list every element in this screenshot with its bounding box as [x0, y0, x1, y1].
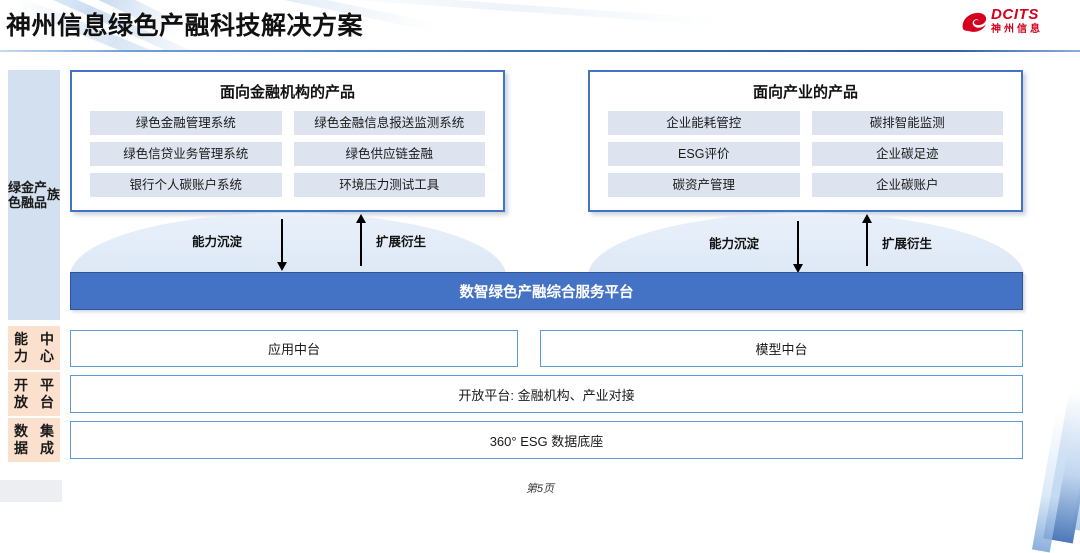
panel-item-grid: 绿色金融管理系统 绿色金融信息报送监测系统 绿色信贷业务管理系统 绿色供应链金融… — [72, 102, 503, 197]
row-model-middle-platform[interactable]: 模型中台 — [540, 330, 1023, 367]
dome-decoration-left — [70, 213, 506, 276]
corner-gray-decoration — [0, 480, 62, 502]
logo-text-cn: 神州信息 — [991, 24, 1043, 35]
product-chip[interactable]: 绿色金融信息报送监测系统 — [293, 111, 485, 135]
product-chip[interactable]: ESG评价 — [608, 142, 800, 166]
flow-label-extend-left: 扩展衍生 — [376, 235, 427, 249]
product-chip[interactable]: 绿色金融管理系统 — [90, 111, 282, 135]
logo-text-en: DCITS — [991, 6, 1039, 23]
flow-label-extend-right: 扩展衍生 — [882, 237, 933, 251]
brand-logo: DCITS 神州信息 — [960, 6, 1072, 40]
page-number: 第5页 — [525, 483, 555, 495]
header-divider — [0, 50, 1080, 52]
dcits-swoosh-icon — [962, 12, 987, 32]
row-data-foundation[interactable]: 360° ESG 数据底座 — [70, 421, 1023, 459]
product-chip[interactable]: 企业能耗管控 — [608, 111, 800, 135]
product-chip[interactable]: 环境压力测试工具 — [293, 173, 485, 197]
product-chip[interactable]: 碳排智能监测 — [811, 111, 1003, 135]
flow-label-precipitate-right: 能力沉淀 — [709, 237, 760, 251]
page-title: 神州信息绿色产融科技解决方案 — [6, 12, 364, 40]
panel-item-grid: 企业能耗管控 碳排智能监测 ESG评价 企业碳足迹 碳资产管理 企业碳账户 — [590, 102, 1021, 197]
product-chip[interactable]: 企业碳账户 — [811, 173, 1003, 197]
product-chip[interactable]: 银行个人碳账户系统 — [90, 173, 282, 197]
panel-title: 面向金融机构的产品 — [219, 84, 355, 101]
product-chip[interactable]: 绿色信贷业务管理系统 — [90, 142, 282, 166]
dome-decoration-right — [588, 213, 1024, 276]
row-open-platform[interactable]: 开放平台: 金融机构、产业对接 — [70, 375, 1023, 413]
product-chip[interactable]: 绿色供应链金融 — [293, 142, 485, 166]
arrow-up-icon — [356, 214, 366, 266]
panel-financial-institutions: 面向金融机构的产品 绿色金融管理系统 绿色金融信息报送监测系统 绿色信贷业务管理… — [70, 70, 505, 212]
product-chip[interactable]: 企业碳足迹 — [811, 142, 1003, 166]
platform-bar[interactable]: 数智绿色产融综合服务平台 — [70, 272, 1023, 310]
row-application-middle-platform[interactable]: 应用中台 — [70, 330, 518, 367]
sidebar-item-open-platform[interactable]: 开放平台 — [8, 372, 60, 416]
panel-title: 面向产业的产品 — [752, 84, 858, 101]
arrow-down-icon — [793, 221, 803, 273]
product-chip[interactable]: 碳资产管理 — [608, 173, 800, 197]
sidebar-item-data-integration[interactable]: 数据集成 — [8, 418, 60, 462]
flow-label-precipitate-left: 能力沉淀 — [192, 235, 243, 249]
page-header: 神州信息绿色产融科技解决方案 DCITS 神州信息 — [0, 0, 1080, 52]
panel-industry: 面向产业的产品 企业能耗管控 碳排智能监测 ESG评价 企业碳足迹 碳资产管理 … — [588, 70, 1023, 212]
sidebar-item-green-finance-family[interactable]: 绿色金融产品族 — [8, 70, 60, 320]
arrow-down-icon — [277, 219, 287, 271]
sidebar-item-capability-center[interactable]: 能力中心 — [8, 326, 60, 370]
arrow-up-icon — [862, 214, 872, 266]
